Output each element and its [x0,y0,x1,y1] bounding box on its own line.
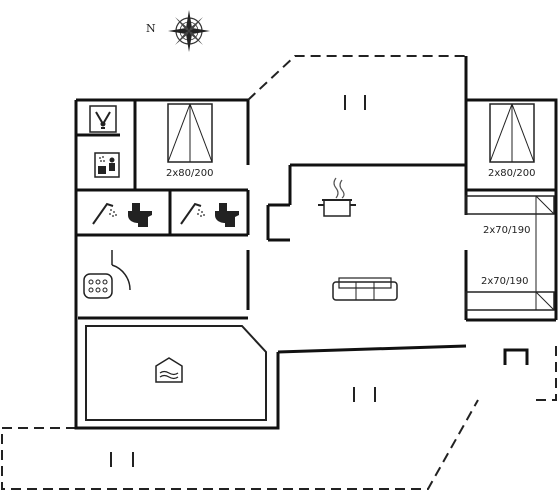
double-bed-icon [489,103,535,163]
indoor-pool-icon [85,325,267,421]
walls [74,56,558,430]
bed-size-label: 2x70/190 [483,225,530,236]
toilet-icon [215,203,239,227]
kitchen-pot-icon [318,177,356,217]
door-markers [110,95,376,467]
bed-size-label: 2x80/200 [488,168,535,179]
whirlpool-icon [83,273,113,299]
sauna-icon [94,152,120,178]
bunk-bed-icon [465,195,555,215]
sofa-icon [332,277,398,301]
toilet-icon [128,203,152,227]
shower-icon [92,202,117,225]
north-label: N [146,22,156,35]
terrace-outlines [1,55,557,490]
bunk-bed-icon [465,291,555,311]
bed-size-label: 2x80/200 [166,168,213,179]
shower-icon [180,202,205,225]
compass-rose-icon [168,10,210,52]
door-swing [111,264,131,291]
washing-machine-icon [89,105,117,133]
bed-size-label: 2x70/190 [481,276,528,287]
double-bed-icon [167,103,213,163]
